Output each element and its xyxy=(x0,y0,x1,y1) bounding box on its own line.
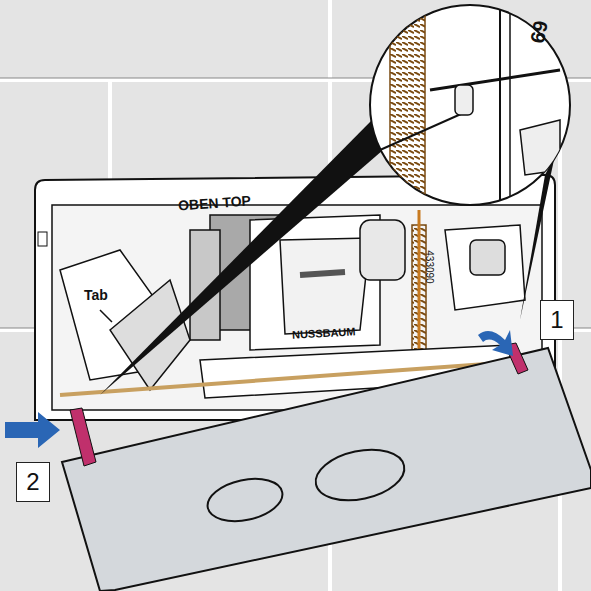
lever xyxy=(70,408,96,466)
callout-box: 2 xyxy=(16,462,50,502)
part-number: 433090 xyxy=(424,250,434,283)
zoom-leader xyxy=(100,120,383,395)
actuator-plate xyxy=(62,348,591,591)
callout-number: 2 xyxy=(18,464,47,500)
callout-number: 1 xyxy=(542,302,571,338)
tab-label: Tab xyxy=(84,288,108,302)
callout-box: 1 xyxy=(540,300,574,340)
push-arrow xyxy=(5,412,60,448)
detail-number: 69 xyxy=(527,19,551,44)
push-arrow xyxy=(478,330,513,356)
